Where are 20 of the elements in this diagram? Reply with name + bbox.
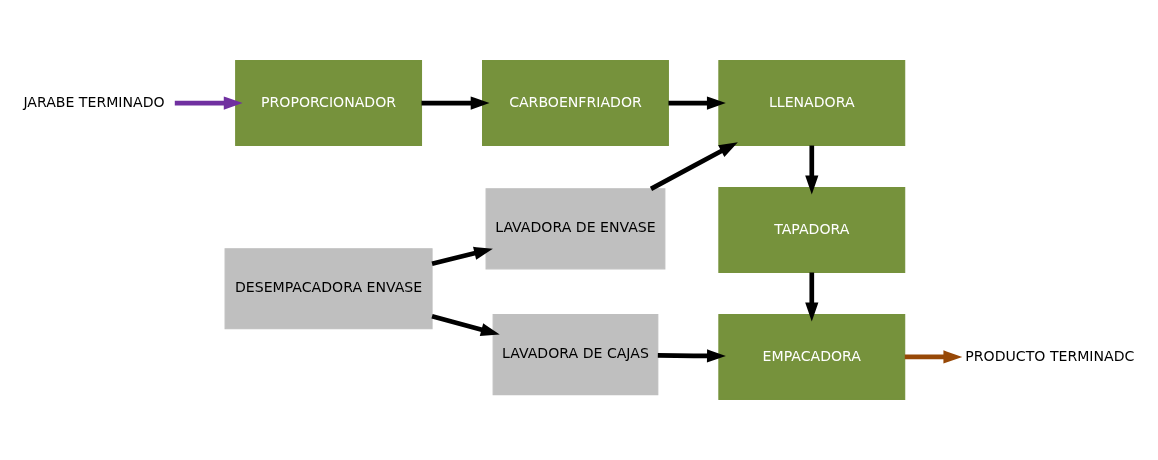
arrow — [668, 96, 726, 110]
arrow — [904, 350, 963, 364]
arrow — [174, 96, 243, 110]
arrow — [657, 349, 726, 363]
node-box: DESEMPACADORA ENVASE — [224, 248, 433, 330]
arrow — [805, 145, 819, 195]
arrow — [421, 96, 490, 110]
arrow — [649, 142, 738, 191]
node-box: LAVADORA DE CAJAS — [492, 314, 659, 396]
arrow — [431, 246, 493, 266]
arrow — [805, 272, 819, 322]
node-box: TAPADORA — [718, 187, 906, 273]
node-box: LLENADORA — [718, 60, 906, 146]
node-box: PROPORCIONADOR — [235, 60, 423, 146]
node-text: PRODUCTO TERMINADC — [965, 347, 1135, 364]
node-text: JARABE TERMINADO — [23, 93, 165, 110]
node-box: LAVADORA DE ENVASE — [485, 188, 666, 270]
node-box: CARBOENFRIADOR — [482, 60, 669, 146]
node-box: EMPACADORA — [718, 314, 906, 400]
arrow — [431, 314, 500, 336]
